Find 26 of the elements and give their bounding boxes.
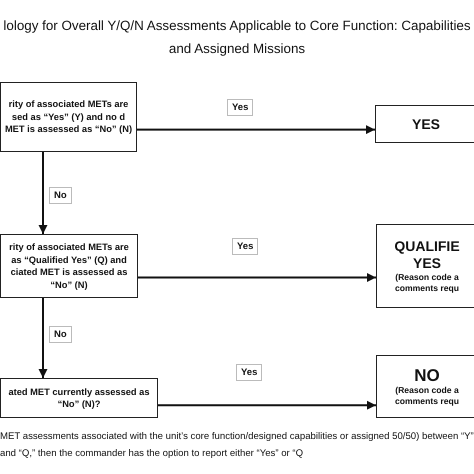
result-box <box>376 224 474 308</box>
question-text: ated MET currently assessed as “No” (N)? <box>7 386 151 410</box>
result-note: (Reason code a comments requ <box>394 384 460 408</box>
arrow <box>138 273 376 282</box>
question-text: rity of associated METs are sed as “Yes” (Y) and no d MET is assessed as “No” (N) <box>4 98 133 136</box>
edge-label: No <box>49 326 72 343</box>
decision-box <box>0 378 158 418</box>
edge-label: Yes <box>227 99 254 116</box>
decision-box <box>0 82 137 152</box>
diagram-title: lology for Overall Y/Q/N Assessments Applicable to Core Function: Capabilities and Assigned Missions <box>2 17 472 58</box>
decision-box <box>0 234 138 298</box>
result-box <box>376 355 474 418</box>
result-note: (Reason code a comments requ <box>394 272 460 294</box>
arrow <box>38 152 48 234</box>
arrow <box>158 400 376 410</box>
edge-label: No <box>49 187 72 204</box>
footnote-text: MET assessments associated with the unit’s core function/designed capabilities or assigned 50/50) between “Y” and “Q,” then the commander has the option to report either “Yes” or “Q <box>0 430 474 461</box>
arrow <box>38 298 48 378</box>
result-box <box>375 105 474 143</box>
question-text: rity of associated METs are as “Qualified Yes” (Q) and ciated MET is assessed as “No” (N) <box>8 241 130 291</box>
arrow <box>137 125 375 134</box>
result-heading: NO <box>414 366 440 384</box>
result-heading: QUALIFIE YES <box>393 238 461 272</box>
result-heading: YES <box>412 116 440 132</box>
edge-label: Yes <box>236 364 262 381</box>
edge-label: Yes <box>232 238 258 255</box>
